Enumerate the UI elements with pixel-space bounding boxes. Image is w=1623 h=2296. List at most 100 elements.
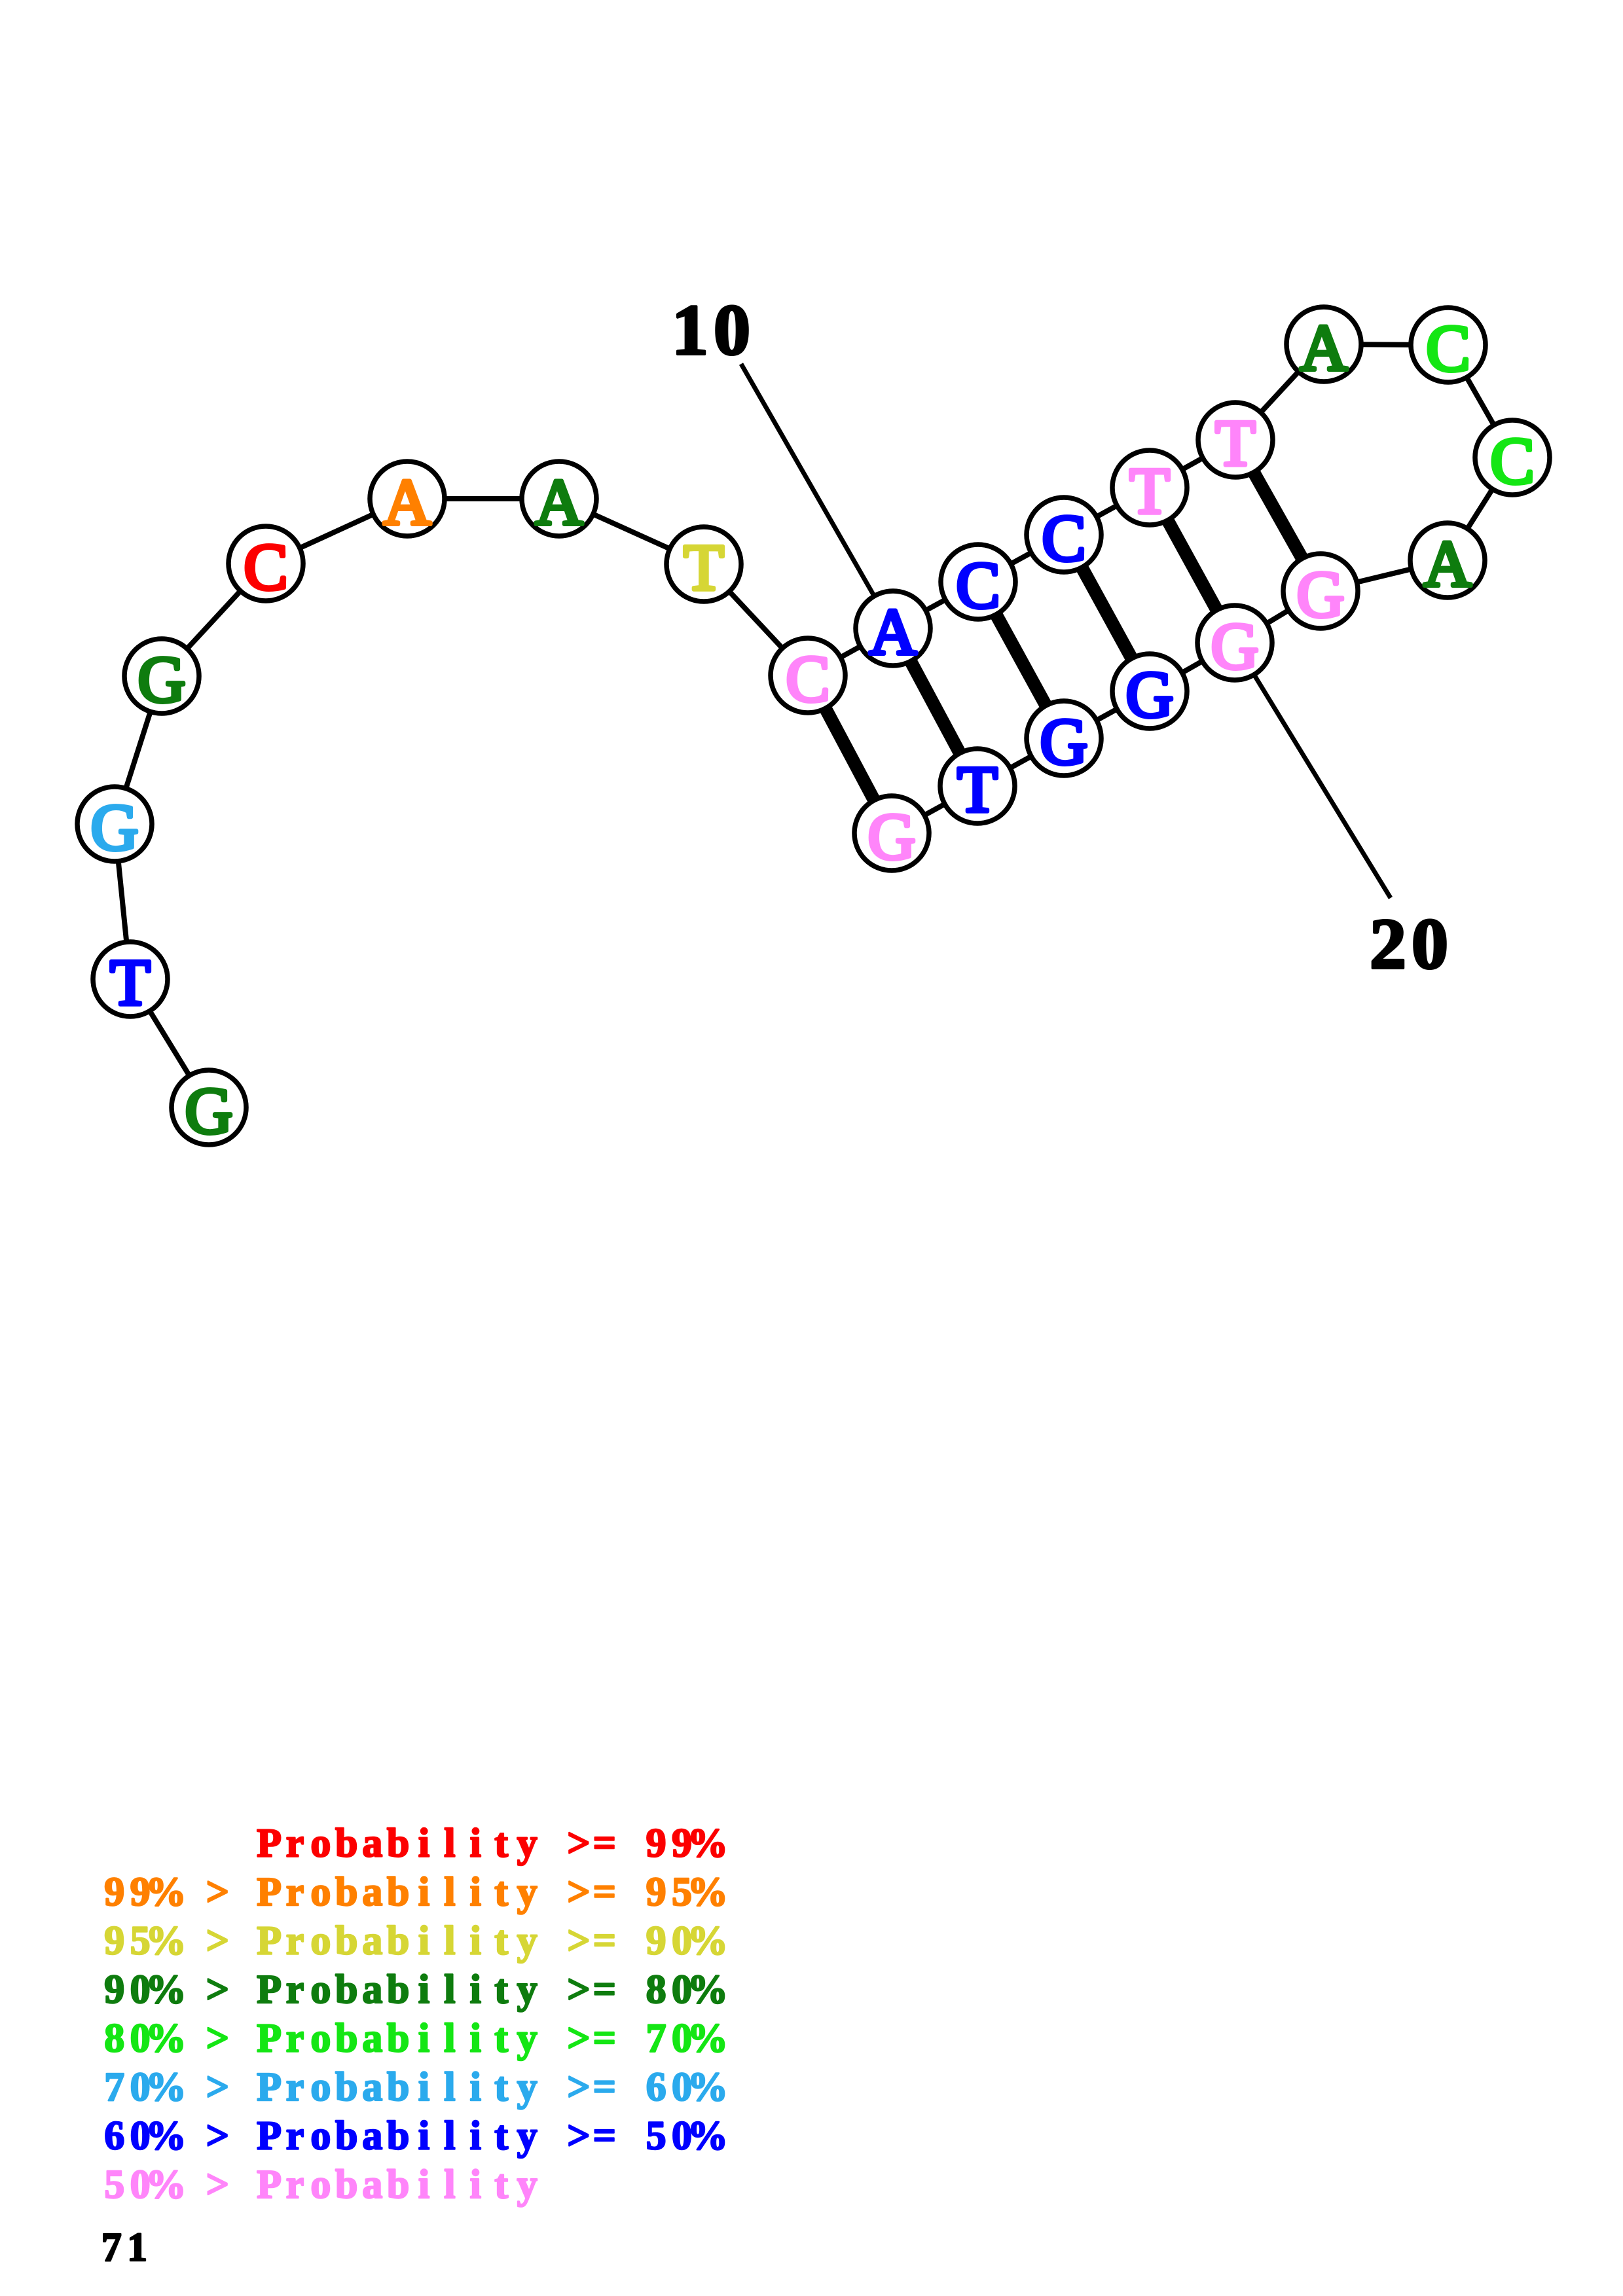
svg-text:o: o	[310, 1870, 331, 1914]
svg-text:i: i	[418, 1821, 429, 1866]
svg-text:>: >	[567, 2017, 590, 2061]
svg-text:y: y	[517, 1967, 538, 2012]
svg-text:l: l	[444, 2065, 455, 2109]
svg-text:A: A	[1300, 311, 1348, 384]
svg-text:=: =	[593, 2065, 616, 2109]
svg-text:a: a	[362, 2017, 382, 2061]
svg-text:9: 9	[130, 1870, 151, 1914]
svg-text:a: a	[362, 1967, 382, 2012]
svg-text:>: >	[206, 2065, 229, 2109]
svg-text:i: i	[418, 1870, 429, 1914]
svg-text:5: 5	[130, 1919, 151, 1964]
svg-text:b: b	[335, 2017, 357, 2061]
svg-text:5: 5	[646, 2114, 666, 2159]
svg-text:%: %	[146, 1919, 187, 1964]
svg-text:t: t	[494, 1821, 508, 1866]
svg-text:t: t	[494, 1967, 508, 2012]
svg-text:i: i	[418, 2065, 429, 2109]
svg-text:>: >	[567, 1967, 590, 2012]
svg-text:0: 0	[130, 2114, 151, 2159]
svg-text:>: >	[567, 2114, 590, 2159]
svg-text:8: 8	[646, 1967, 666, 2012]
svg-text:P: P	[257, 2017, 282, 2061]
svg-text:%: %	[687, 1870, 728, 1914]
svg-text:l: l	[444, 1967, 455, 2012]
svg-text:r: r	[286, 1821, 304, 1866]
svg-text:0: 0	[1412, 904, 1448, 984]
svg-text:G: G	[1040, 705, 1088, 778]
svg-text:y: y	[517, 2114, 538, 2159]
svg-text:%: %	[146, 1870, 187, 1914]
svg-text:r: r	[286, 2162, 304, 2207]
svg-text:r: r	[286, 2017, 304, 2061]
svg-text:G: G	[138, 643, 186, 716]
svg-text:a: a	[362, 1870, 382, 1914]
svg-text:6: 6	[104, 2114, 124, 2159]
svg-text:b: b	[387, 1870, 409, 1914]
svg-text:G: G	[1211, 609, 1259, 683]
svg-text:r: r	[286, 2065, 304, 2109]
svg-text:A: A	[1424, 527, 1472, 600]
svg-text:r: r	[286, 1967, 304, 2012]
svg-text:P: P	[257, 1870, 282, 1914]
svg-text:7: 7	[104, 2065, 124, 2109]
svg-text:o: o	[310, 2162, 331, 2207]
svg-text:l: l	[444, 2162, 455, 2207]
svg-text:9: 9	[672, 1821, 692, 1866]
svg-text:%: %	[687, 2065, 728, 2109]
svg-text:i: i	[470, 2017, 481, 2061]
svg-text:b: b	[387, 1967, 409, 2012]
svg-text:C: C	[786, 642, 830, 715]
svg-text:t: t	[494, 2065, 508, 2109]
svg-text:%: %	[687, 1967, 728, 2012]
svg-text:r: r	[286, 1870, 304, 1914]
svg-text:i: i	[418, 2162, 429, 2207]
svg-text:G: G	[1126, 658, 1174, 731]
svg-text:C: C	[956, 548, 1000, 622]
svg-text:0: 0	[672, 1967, 692, 2012]
svg-text:T: T	[110, 946, 151, 1019]
svg-text:T: T	[1215, 406, 1256, 480]
svg-text:b: b	[335, 2065, 357, 2109]
svg-text:a: a	[362, 1919, 382, 1964]
svg-text:o: o	[310, 2065, 331, 2109]
svg-text:=: =	[593, 1919, 616, 1964]
svg-text:5: 5	[672, 1870, 692, 1914]
svg-text:b: b	[387, 2017, 409, 2061]
svg-text:a: a	[362, 2065, 382, 2109]
svg-text:7: 7	[101, 2225, 122, 2270]
svg-text:=: =	[593, 1821, 616, 1866]
svg-text:G: G	[185, 1074, 233, 1147]
svg-text:9: 9	[104, 1967, 124, 2012]
svg-text:C: C	[1042, 501, 1085, 575]
svg-text:6: 6	[646, 2065, 666, 2109]
svg-text:0: 0	[130, 1967, 151, 2012]
svg-text:t: t	[494, 1919, 508, 1964]
svg-text:5: 5	[104, 2162, 124, 2207]
svg-text:b: b	[335, 2162, 357, 2207]
svg-text:t: t	[494, 2017, 508, 2061]
svg-text:0: 0	[672, 2114, 692, 2159]
svg-text:%: %	[687, 2017, 728, 2061]
svg-text:C: C	[1426, 312, 1470, 385]
svg-text:%: %	[146, 2162, 187, 2207]
svg-text:0: 0	[714, 290, 750, 370]
svg-text:0: 0	[672, 2065, 692, 2109]
svg-text:t: t	[494, 2162, 508, 2207]
svg-text:C: C	[1490, 424, 1534, 497]
svg-text:9: 9	[646, 1821, 666, 1866]
svg-text:b: b	[335, 1967, 357, 2012]
svg-text:9: 9	[646, 1870, 666, 1914]
svg-text:b: b	[387, 1821, 409, 1866]
svg-text:>: >	[206, 2114, 229, 2159]
svg-text:2: 2	[1370, 904, 1406, 984]
svg-text:P: P	[257, 1919, 282, 1964]
svg-text:i: i	[470, 1919, 481, 1964]
svg-text:i: i	[470, 1821, 481, 1866]
svg-text:b: b	[335, 1821, 357, 1866]
svg-text:A: A	[536, 465, 583, 539]
svg-text:0: 0	[130, 2017, 151, 2061]
svg-text:%: %	[146, 2065, 187, 2109]
svg-text:P: P	[257, 2065, 282, 2109]
svg-text:>: >	[206, 1870, 229, 1914]
